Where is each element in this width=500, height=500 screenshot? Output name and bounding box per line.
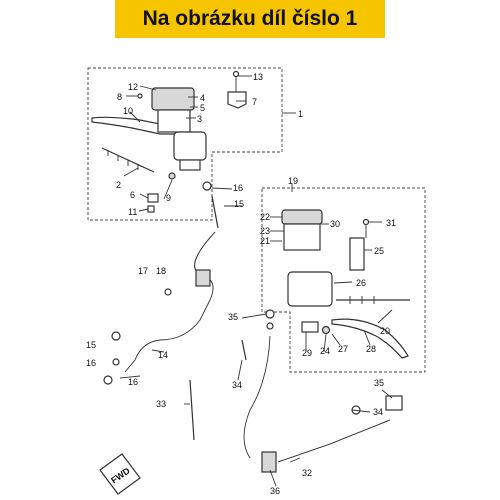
callout-20: 20 [380,326,390,336]
callout-23: 23 [260,226,270,236]
part-6 [147,193,159,203]
callout-1: 1 [298,109,303,119]
callout-5: 5 [200,103,205,113]
callout-11: 11 [128,207,137,217]
leader-lines [123,75,393,487]
callout-34-right: 34 [373,407,383,417]
callout-36: 36 [270,486,280,496]
callout-8: 8 [117,92,122,102]
callout-34-left: 34 [232,380,242,390]
callout-22: 22 [260,212,270,222]
lever-28 [331,318,409,359]
hoses [103,181,403,473]
reservoir-body-21 [283,223,321,251]
callout-21: 21 [260,236,270,246]
title-banner: Na obrázku díl číslo 1 [115,0,385,38]
callout-9: 9 [166,193,171,203]
junction-18 [195,269,211,287]
part-11 [147,205,155,213]
callout-26: 26 [356,278,366,288]
callout-35-right: 35 [374,378,384,388]
part-24 [321,325,331,335]
cylinder-body [173,131,207,161]
callout-18: 18 [156,266,166,276]
callout-12: 12 [128,82,138,92]
callout-33: 33 [156,399,166,409]
callout-13: 13 [253,72,263,82]
callout-4: 4 [200,93,205,103]
fitting-36 [261,451,277,473]
reservoir-cap [151,87,195,111]
lower-master-cylinder [281,209,410,359]
callout-2: 2 [116,180,121,190]
callout-numbers: 1 2 3 4 5 6 7 8 9 10 11 12 13 14 15 15 1… [86,72,396,496]
callout-16-lower: 16 [128,377,138,387]
callout-32: 32 [302,468,312,478]
fwd-arrow: FWD [99,453,141,495]
reservoir-cap-22 [281,209,323,225]
callout-15-lower: 15 [86,340,96,350]
callout-7: 7 [252,97,257,107]
upper-master-cylinder [91,70,247,213]
callout-17: 17 [138,266,148,276]
callout-6: 6 [130,190,135,200]
banner-title: Na obrázku díl číslo 1 [142,7,358,30]
part-9 [168,172,176,180]
callout-10: 10 [123,106,133,116]
assembly-box-1 [87,67,283,221]
callout-19: 19 [288,176,298,186]
clamp-7 [227,91,247,109]
callout-29: 29 [302,348,312,358]
cylinder-outlet [179,159,201,171]
assembly-box-19 [261,187,426,373]
callout-16-middle: 16 [86,358,96,368]
callout-28: 28 [366,344,376,354]
callout-15-upper: 15 [234,199,244,209]
part-29 [301,321,319,333]
fitting-35 [385,395,403,411]
callout-31: 31 [386,218,396,228]
callout-25: 25 [374,246,384,256]
bracket-25 [349,237,365,271]
callout-24: 24 [320,346,330,356]
callout-14: 14 [158,350,168,360]
callout-30: 30 [330,219,340,229]
lever-10 [91,116,180,135]
callout-35-left: 35 [228,312,238,322]
callout-27: 27 [338,344,348,354]
cylinder-body-lower [287,271,333,307]
callout-3: 3 [197,114,202,124]
callout-16-upper: 16 [233,183,243,193]
reservoir-body [157,109,191,133]
